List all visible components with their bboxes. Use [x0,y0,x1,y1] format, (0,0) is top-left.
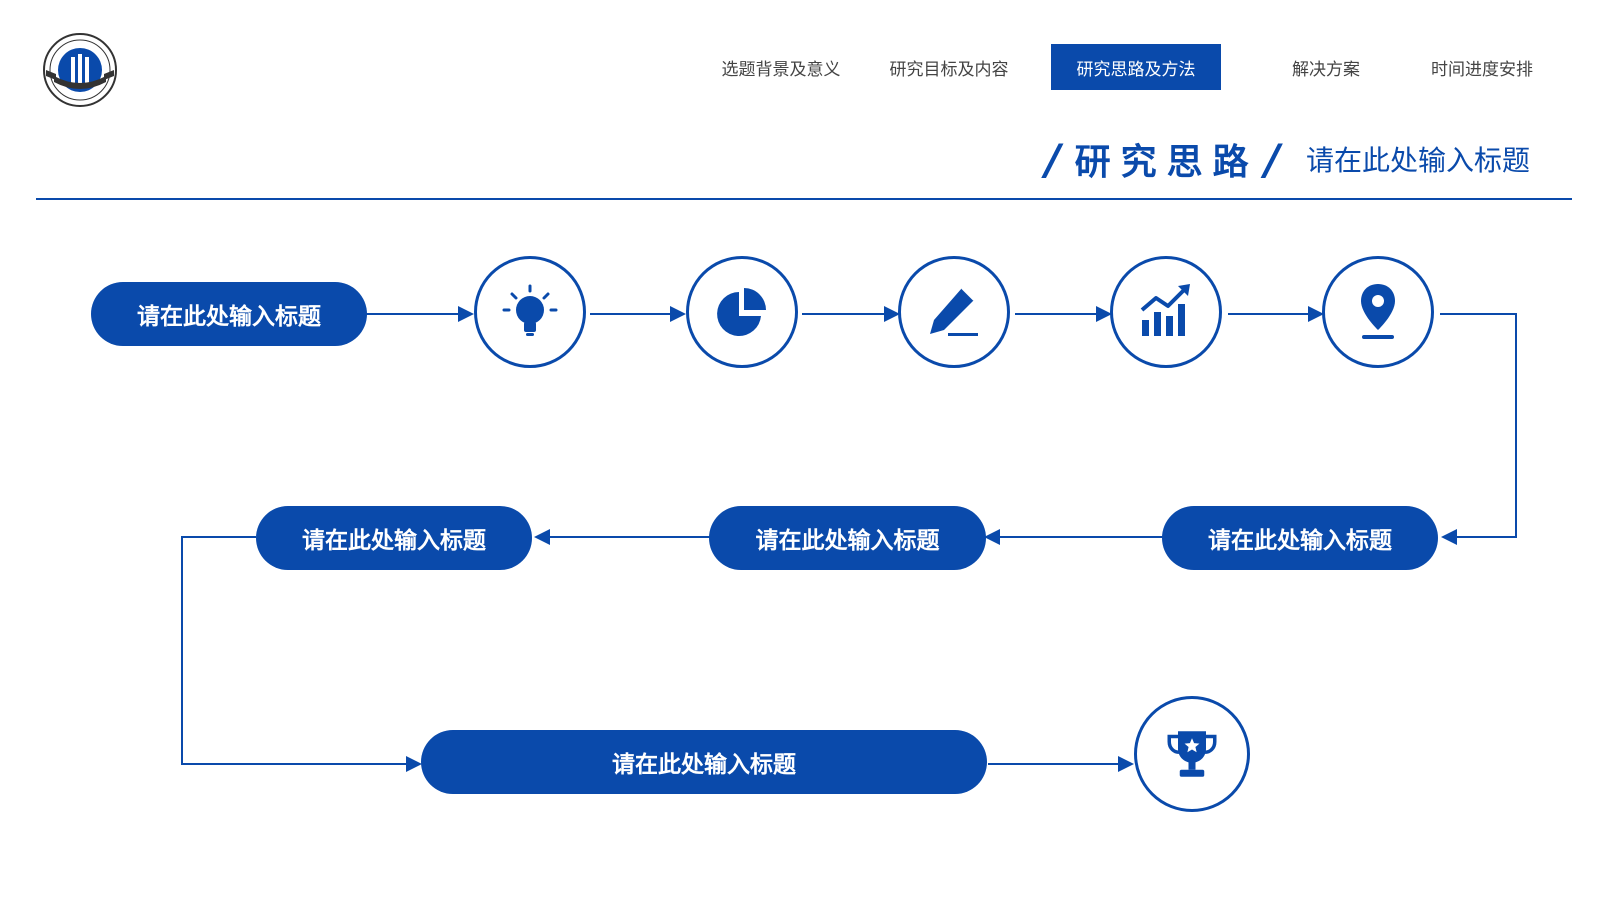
bar-chart-icon [1140,284,1190,336]
header-divider [36,198,1572,200]
title-slash-left: / [1045,134,1061,184]
step-1-node[interactable] [474,256,586,368]
flow-box-row2-middle[interactable]: 请在此处输入标题 [709,506,986,570]
section-header: / 研究思路 / 请在此处输入标题 [1045,134,1530,184]
pencil-icon [930,287,978,336]
step-3-node[interactable] [898,256,1010,368]
lightbulb-icon [502,284,558,336]
step-2-node[interactable] [686,256,798,368]
trophy-icon [1167,731,1217,777]
step-5-node[interactable] [1322,256,1434,368]
location-pin-icon [1361,284,1395,339]
page-subtitle: 请在此处输入标题 [1305,144,1530,177]
nav-item-objectives[interactable]: 研究目标及内容 [889,59,1009,80]
page-title: 研究思路 [1074,142,1259,183]
flow-box-row2-right[interactable]: 请在此处输入标题 [1162,506,1438,570]
step-4-node[interactable] [1110,256,1222,368]
nav-item-solution[interactable]: 解决方案 [1292,59,1360,80]
pie-chart-icon [717,288,766,336]
flow-start-box[interactable]: 请在此处输入标题 [91,282,367,346]
title-slash-right: / [1264,134,1280,184]
final-node[interactable] [1134,696,1250,812]
university-logo [40,30,120,110]
flow-box-row2-left[interactable]: 请在此处输入标题 [256,506,532,570]
nav-item-methods[interactable]: 研究思路及方法 [1051,44,1221,90]
nav-item-background[interactable]: 选题背景及意义 [721,59,841,80]
nav-item-schedule[interactable]: 时间进度安排 [1431,59,1533,80]
flow-box-row3[interactable]: 请在此处输入标题 [421,730,987,794]
